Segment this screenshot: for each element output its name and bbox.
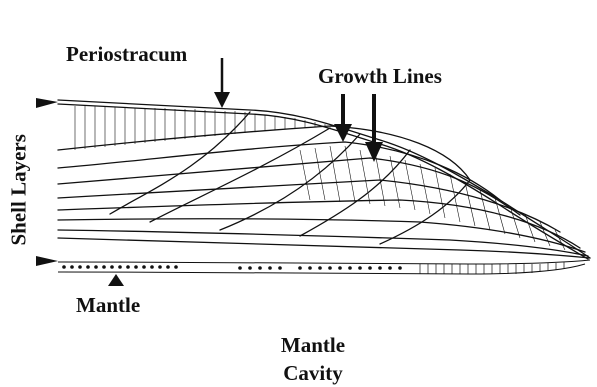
mantle-cell	[348, 266, 352, 270]
mantle-cell	[62, 265, 66, 269]
mantle-cell	[86, 265, 90, 269]
mantle-cell	[158, 265, 162, 269]
mantle-cell	[358, 266, 362, 270]
mantle-cell	[398, 266, 402, 270]
mantle-cavity-label-line1: Mantle	[268, 331, 358, 359]
mantle-cell	[378, 266, 382, 270]
mantle-cell	[134, 265, 138, 269]
shell-top-arrowhead	[36, 98, 58, 108]
mantle-cell	[298, 266, 302, 270]
periostracum-label: Periostracum	[66, 44, 187, 65]
mantle-cell	[142, 265, 146, 269]
shell-bottom-arrowhead	[36, 256, 58, 266]
mantle-cell	[102, 265, 106, 269]
growth-arrow-1-head	[334, 124, 352, 142]
mantle-cell	[278, 266, 282, 270]
mantle-cell	[78, 265, 82, 269]
mantle-cell	[368, 266, 372, 270]
mantle-cell	[94, 265, 98, 269]
mantle-cell	[308, 266, 312, 270]
mantle-cavity-label: Mantle Cavity	[268, 331, 358, 387]
mantle-arrowhead	[108, 274, 124, 286]
shell-layer-line	[58, 180, 560, 232]
mantle-cell	[150, 265, 154, 269]
mantle-cell	[328, 266, 332, 270]
mantle-upper-line	[58, 260, 590, 264]
mantle-lower-line	[58, 264, 585, 274]
mantle-cell	[70, 265, 74, 269]
mantle-cavity-label-line2: Cavity	[268, 359, 358, 387]
mantle-cell	[166, 265, 170, 269]
growth-line	[110, 112, 250, 214]
mantle-cell	[338, 266, 342, 270]
mantle-cell	[174, 265, 178, 269]
mantle-cell	[110, 265, 114, 269]
mantle-cell	[248, 266, 252, 270]
mantle-cell	[268, 266, 272, 270]
growth-lines-label: Growth Lines	[318, 66, 442, 87]
mantle-cell	[126, 265, 130, 269]
mantle-cell	[318, 266, 322, 270]
mantle-cell	[258, 266, 262, 270]
shell-layer-line	[58, 238, 590, 258]
mantle-cell	[118, 265, 122, 269]
periostracum-outer-line	[58, 100, 590, 258]
shell-layer-line	[58, 158, 520, 215]
shell-layers-label: Shell Layers	[9, 136, 30, 246]
periostracum-arrowhead	[214, 92, 230, 108]
mantle-label: Mantle	[76, 295, 140, 316]
prism-hatching	[75, 106, 325, 150]
mantle-cell	[238, 266, 242, 270]
mantle-cell	[388, 266, 392, 270]
